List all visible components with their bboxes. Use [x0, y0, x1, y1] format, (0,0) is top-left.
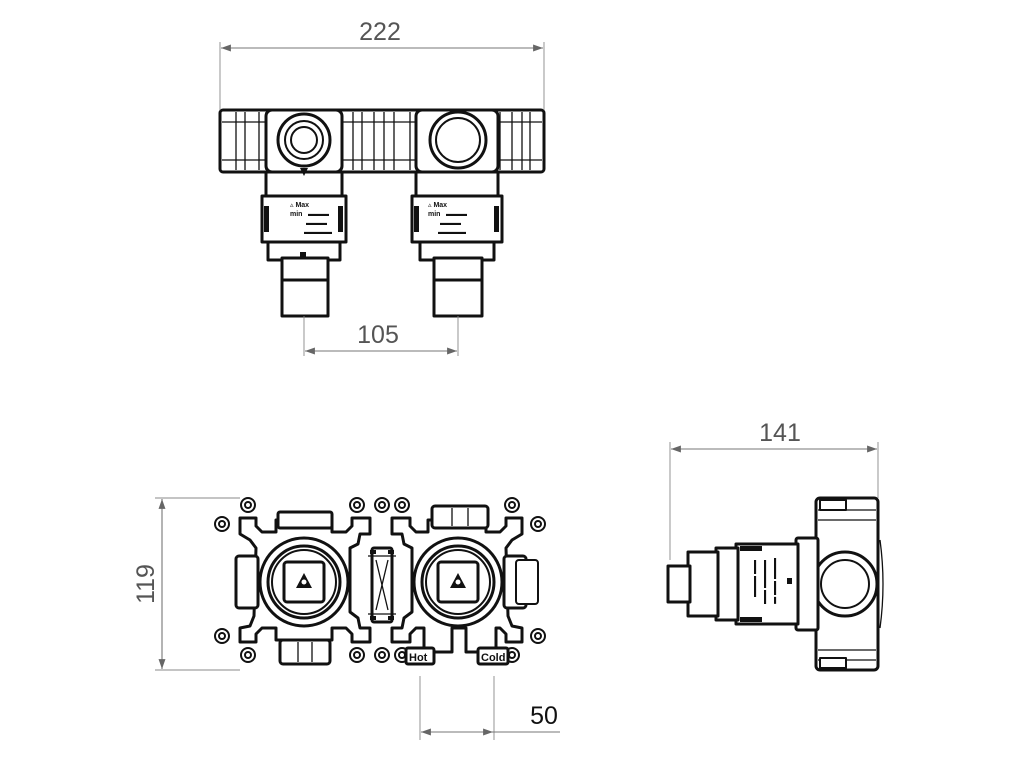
cold-label: Cold: [481, 652, 505, 664]
svg-text:▬▬▬▬: ▬▬▬▬: [304, 229, 332, 236]
svg-text:min: min: [290, 211, 302, 218]
svg-text:▬▬▬ ▬▬ ▬: ▬▬▬ ▬▬ ▬: [772, 558, 779, 604]
svg-text:▵ Max: ▵ Max: [290, 202, 309, 209]
svg-text:▬▬▬▬ ▬▬: ▬▬▬▬ ▬▬: [762, 560, 769, 604]
front-view: Hot Cold 119 50: [132, 497, 560, 740]
top-left-cartridge: ▵ Max min ▬▬▬ ▬▬▬ ▬▬▬▬: [260, 168, 348, 318]
svg-text:▵ Max: ▵ Max: [428, 202, 447, 209]
svg-text:▬▬▬: ▬▬▬: [440, 220, 461, 227]
dimension-depth: 141: [759, 419, 801, 447]
hot-label: Hot: [409, 652, 428, 664]
center-bridge: [368, 546, 396, 624]
dimension-hot-cold-spacing: 50: [530, 702, 558, 730]
svg-text:▬▬ ▬▬▬: ▬▬ ▬▬▬: [752, 560, 759, 597]
top-right-cartridge: ▵ Max min ▬▬▬ ▬▬▬ ▬▬▬▬: [410, 170, 504, 318]
svg-text:▬▬▬: ▬▬▬: [446, 211, 467, 218]
svg-text:▬▬▬: ▬▬▬: [306, 220, 327, 227]
top-view: ▵ Max min ▬▬▬ ▬▬▬ ▬▬▬▬ ▵ Max min ▬▬▬ ▬▬▬…: [218, 18, 546, 356]
svg-text:▬▬▬: ▬▬▬: [308, 211, 329, 218]
svg-text:▬▬▬▬: ▬▬▬▬: [438, 229, 466, 236]
dimension-inlet-spacing: 105: [357, 321, 399, 349]
dimension-height: 119: [132, 564, 160, 604]
dimension-overall-width: 222: [359, 18, 401, 46]
svg-text:min: min: [428, 211, 440, 218]
side-view: ▬▬▬ ▬▬ ▬ ▬▬▬▬ ▬▬ ▬▬ ▬▬▬ 141: [666, 419, 884, 672]
